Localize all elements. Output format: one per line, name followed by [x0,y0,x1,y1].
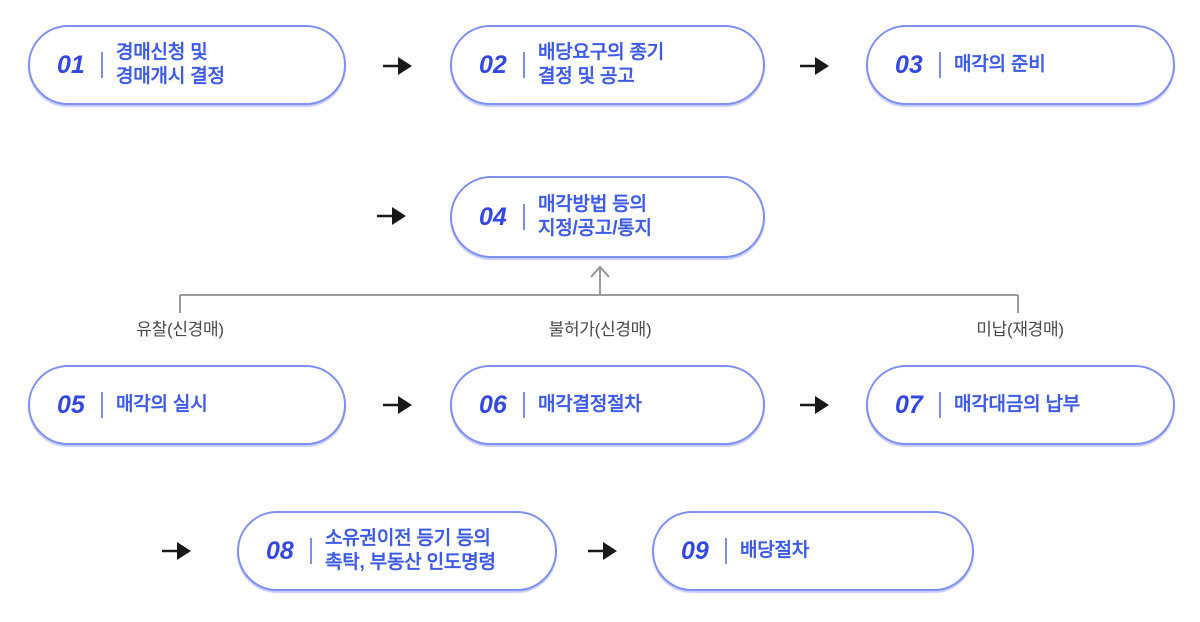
branch-label-unpaid: 미납(재경매) [976,320,1064,339]
branch-label-disallowed: 불허가(신경매) [548,320,652,339]
arrow-right-icon [382,393,414,417]
feedback-connector-line [179,265,1019,313]
number-divider [101,52,103,78]
step-box-02: 02 배당요구의 종기 결정 및 공고 [450,25,765,105]
step-number: 08 [266,536,294,565]
branch-label-failed-bid: 유찰(신경매) [136,320,224,339]
step-label: 배당요구의 종기 결정 및 공고 [538,42,665,87]
arrow-right-icon [587,539,619,563]
arrow-right-icon [376,204,408,228]
step-box-08: 08 소유권이전 등기 등의 촉탁, 부동산 인도명령 [237,511,557,591]
number-divider [101,392,103,418]
arrow-right-icon [799,393,831,417]
number-divider [523,52,525,78]
step-box-09: 09 배당절차 [652,511,974,591]
step-box-07: 07 매각대금의 납부 [866,365,1175,445]
step-label: 매각대금의 납부 [954,394,1081,415]
step-label: 매각의 실시 [116,394,208,415]
arrow-right-icon [799,54,831,78]
arrow-up-icon [590,265,610,278]
step-number: 09 [681,536,709,565]
step-number: 07 [895,390,923,419]
number-divider [523,392,525,418]
step-label: 소유권이전 등기 등의 촉탁, 부동산 인도명령 [325,528,496,573]
arrow-right-icon [382,54,414,78]
number-divider [725,538,727,564]
step-label: 매각결정절차 [538,394,642,415]
step-label: 배당절차 [740,540,810,561]
step-number: 02 [479,50,507,79]
number-divider [939,392,941,418]
step-label: 매각방법 등의 지정/공고/통지 [538,194,652,239]
step-label: 경매신청 및 경매개시 결정 [116,42,225,87]
number-divider [310,538,312,564]
step-box-06: 06 매각결정절차 [450,365,765,445]
step-number: 04 [479,202,507,231]
number-divider [523,204,525,230]
step-box-04: 04 매각방법 등의 지정/공고/통지 [450,176,765,258]
step-box-05: 05 매각의 실시 [28,365,346,445]
step-box-01: 01 경매신청 및 경매개시 결정 [28,25,346,105]
arrow-right-icon [161,539,193,563]
step-number: 03 [895,50,923,79]
step-number: 06 [479,390,507,419]
step-label: 매각의 준비 [954,54,1046,75]
step-number: 05 [57,390,85,419]
number-divider [939,52,941,78]
step-number: 01 [57,50,85,79]
step-box-03: 03 매각의 준비 [866,25,1175,105]
